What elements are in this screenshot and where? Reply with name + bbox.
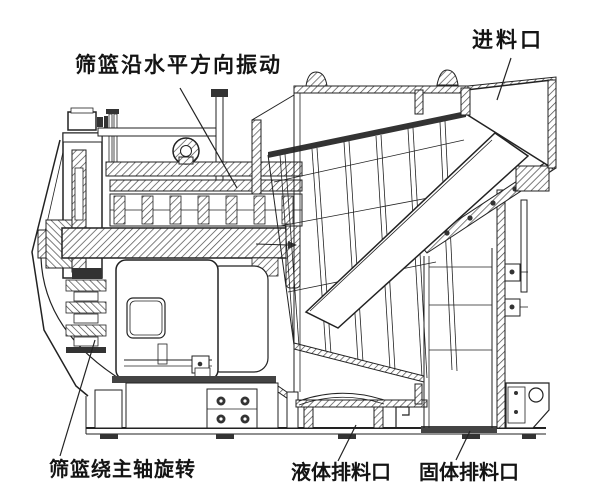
casing-left-wall (251, 119, 262, 195)
chamber-leg (373, 406, 384, 429)
leader-liquid (337, 424, 357, 462)
label-liquid-discharge: 液体排料口 (291, 462, 391, 484)
discharge-chamber (277, 383, 428, 429)
motor-window (126, 297, 166, 339)
foot (522, 434, 536, 439)
casing-top-and-hopper (251, 69, 557, 392)
base-bracket (505, 382, 550, 429)
right-wall (496, 189, 506, 429)
basket-top-chord (268, 111, 466, 158)
motor-base-strip (112, 376, 276, 383)
label-feed-inlet: 进料口 (472, 28, 544, 52)
mount-lug (305, 71, 328, 87)
gear-stack (65, 268, 107, 353)
main-shaft-assembly (37, 195, 301, 289)
basket-bottom-chord (293, 342, 425, 383)
mount-lug (436, 69, 459, 86)
base-leg (94, 389, 123, 429)
main-shaft (61, 227, 289, 259)
foot (462, 434, 480, 439)
leader-vibration (179, 87, 238, 189)
foot (338, 434, 356, 439)
label-basket-vibration: 筛篮沿水平方向振动 (75, 53, 282, 77)
leader-solid (455, 430, 471, 461)
solid-discharge-strip (421, 426, 497, 433)
label-basket-rotation: 筛篮绕主轴旋转 (49, 459, 196, 481)
bottom-flange (295, 399, 428, 408)
leader-rotation (59, 339, 96, 457)
tie-rod (520, 199, 528, 293)
feed-chute (304, 132, 530, 329)
leader-lines (59, 57, 512, 462)
arch-opening (298, 392, 385, 402)
guide-rod (108, 113, 113, 165)
foot (100, 434, 118, 439)
leader-feed-inlet (496, 57, 512, 101)
foot (216, 434, 234, 439)
chamber-leg (303, 406, 314, 429)
casing-top-band (293, 85, 469, 94)
bracket-hole (528, 387, 544, 403)
belt-guard-curve (40, 257, 129, 385)
label-solid-discharge: 固体排料口 (419, 462, 519, 484)
right-casing (419, 159, 557, 429)
guide-rod (113, 113, 118, 165)
direction-arrowhead (288, 241, 297, 249)
hopper-right-wall (547, 79, 557, 169)
anchor-bolt-plate (206, 388, 258, 429)
anchor-bolts (216, 396, 250, 424)
small-motor (67, 111, 97, 131)
motor-assembly (94, 259, 279, 429)
top-beam (97, 127, 221, 137)
